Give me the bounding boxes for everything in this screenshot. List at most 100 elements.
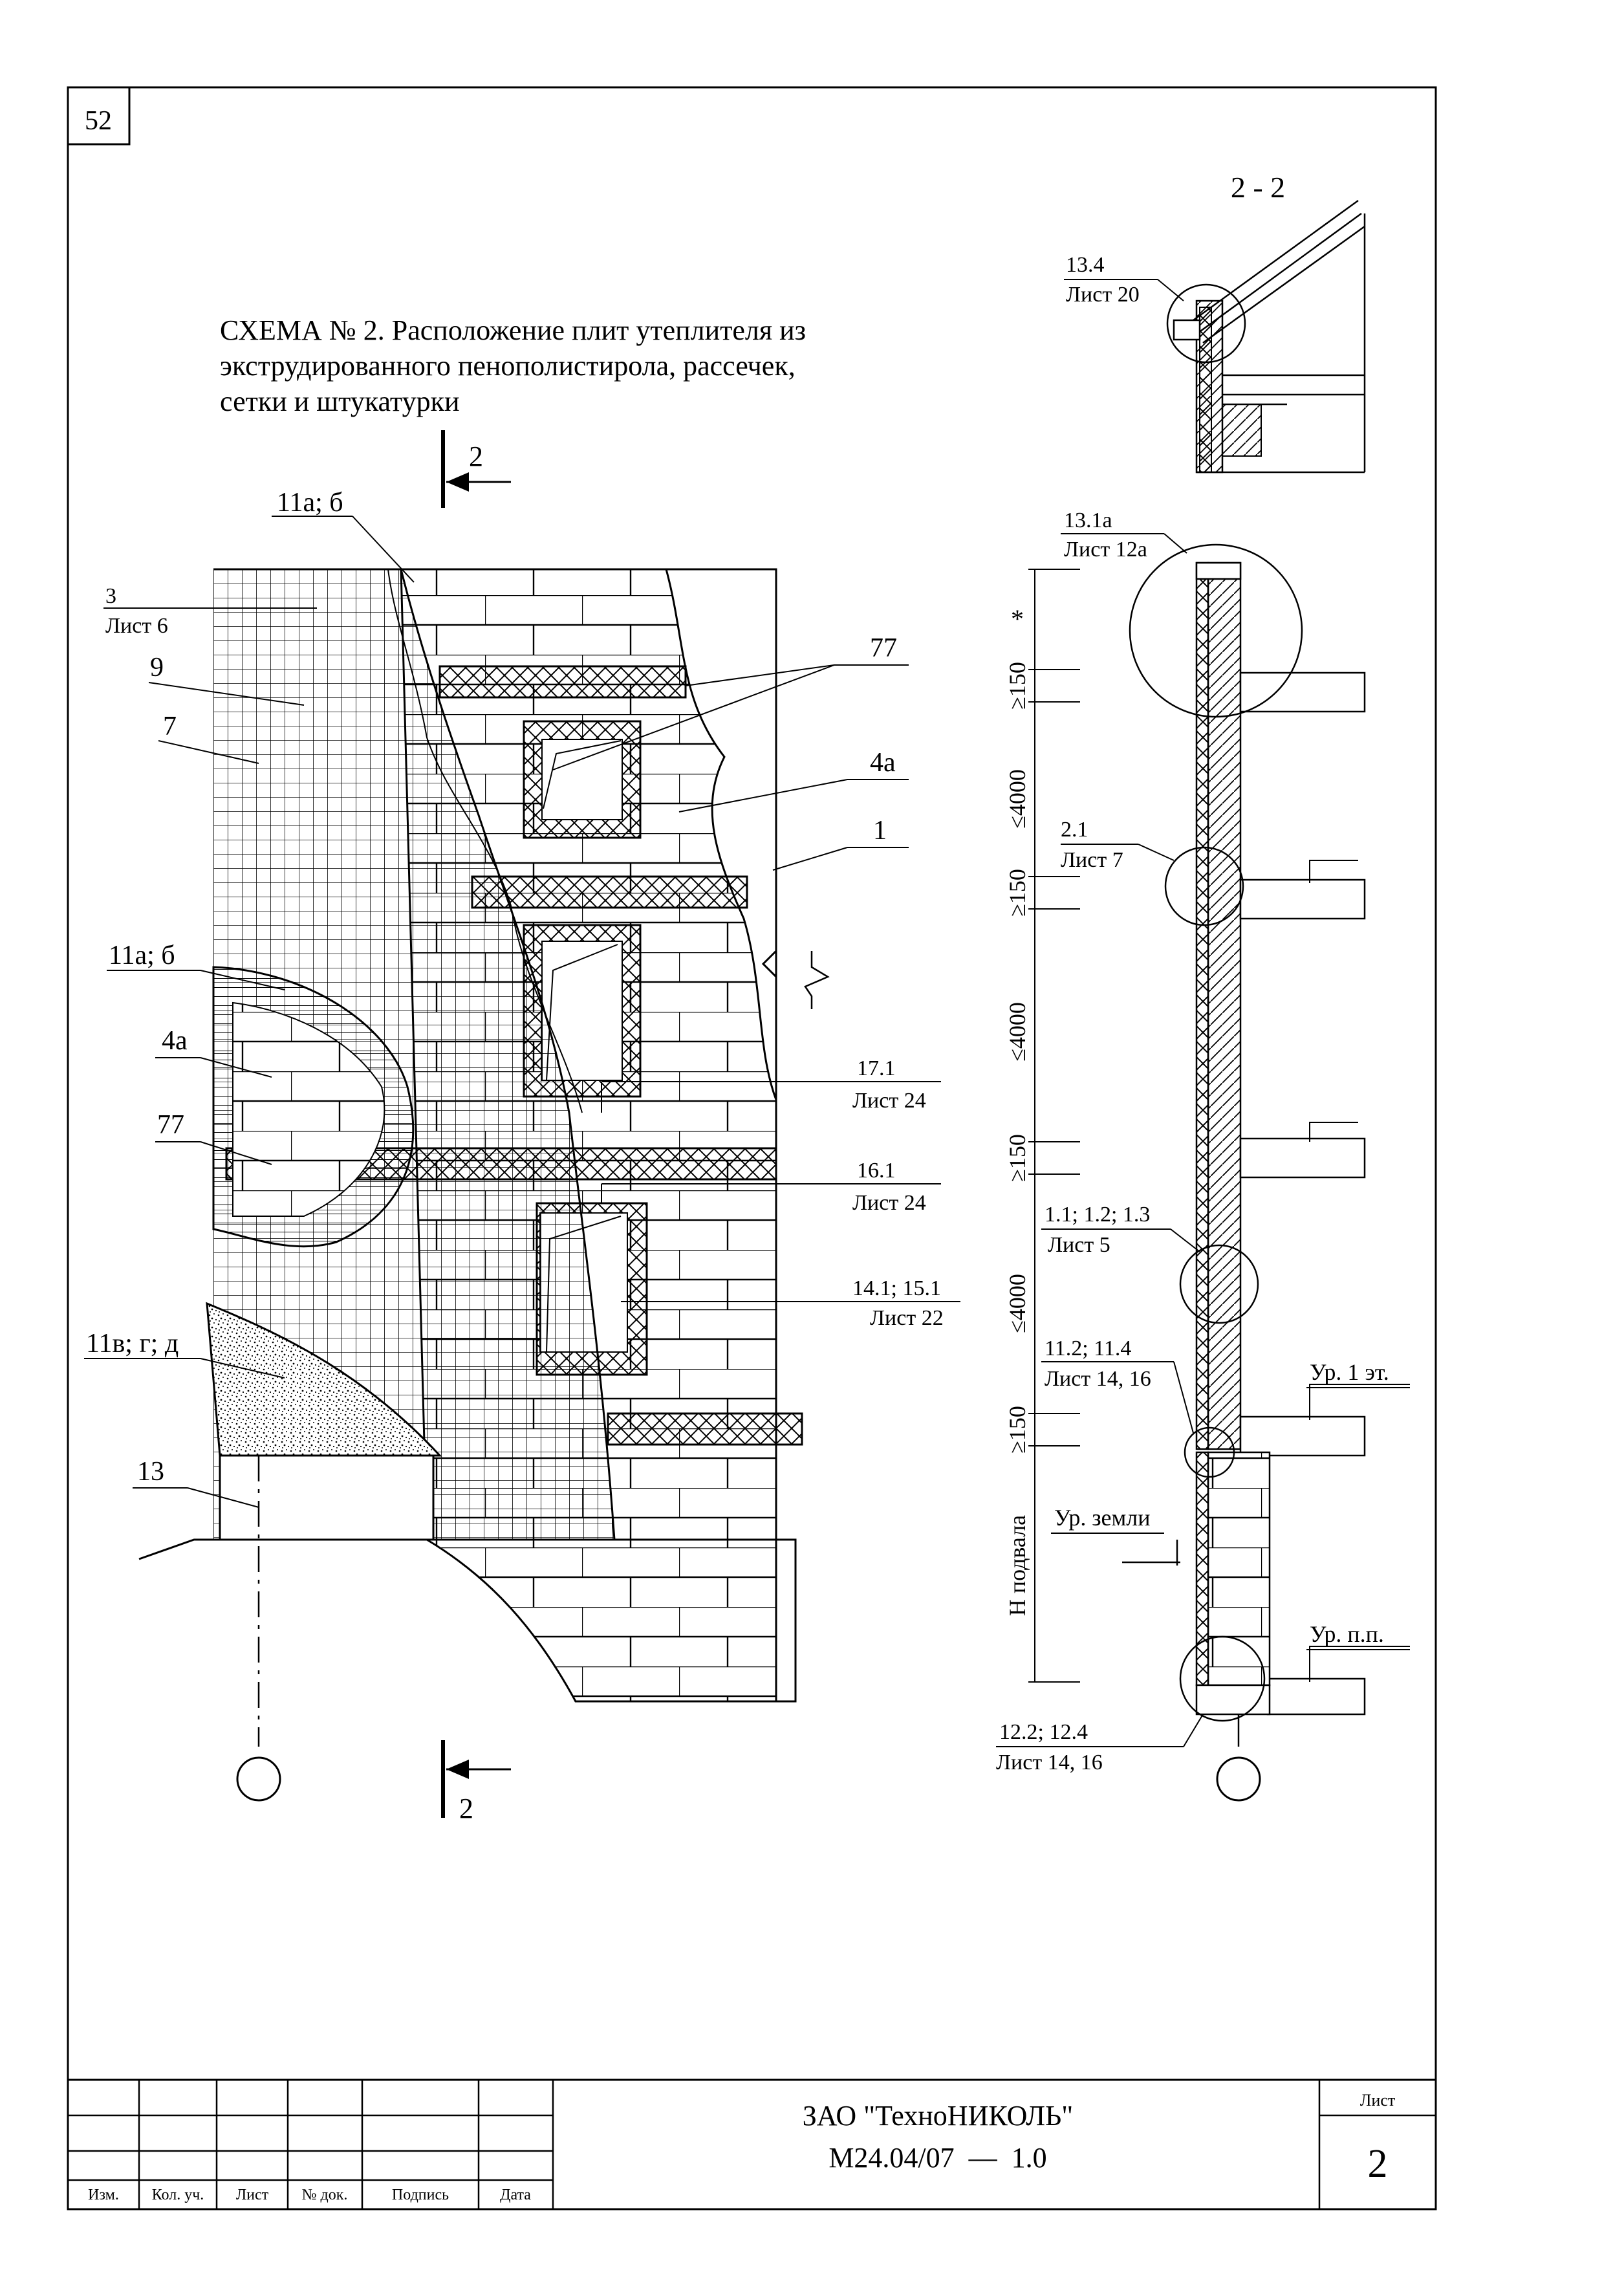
tb-col-sign: Подпись xyxy=(392,2187,449,2203)
svg-text:4а: 4а xyxy=(162,1026,188,1056)
ground-line-section xyxy=(1122,1540,1180,1566)
section-cut-marker-bottom: 2 xyxy=(441,1740,511,1824)
firebreak-band-2 xyxy=(471,875,748,909)
tb-col-doc: № док. xyxy=(302,2187,348,2203)
label-134: 13.4 Лист 20 xyxy=(1064,253,1184,307)
level-arrows xyxy=(1309,860,1410,1682)
base-plaster-zone xyxy=(206,1302,442,1457)
tb-company: ЗАО "ТехноНИКОЛЬ" xyxy=(803,2100,1074,2132)
dim-4000-c: ≤4000 xyxy=(1004,1274,1030,1333)
roof-detail xyxy=(1166,199,1366,474)
window-1 xyxy=(523,720,642,839)
svg-text:1.1; 1.2; 1.3: 1.1; 1.2; 1.3 xyxy=(1045,1203,1150,1227)
dimension-chain: * ≥150 ≤4000 ≥150 ≤4000 ≥150 ≤4000 ≥150 … xyxy=(1004,569,1080,1683)
svg-text:Лист 24: Лист 24 xyxy=(852,1191,926,1215)
label-11ab-left: 11а; б xyxy=(107,941,285,990)
floor-slabs xyxy=(1239,671,1366,1716)
wall-top-cap xyxy=(1195,562,1242,580)
svg-text:77: 77 xyxy=(870,633,897,663)
title-block: Изм. Кол. уч. Лист № док. Подпись Дата З… xyxy=(67,2079,1437,2210)
svg-text:Лист 14, 16: Лист 14, 16 xyxy=(1045,1367,1151,1391)
svg-text:Лист 6: Лист 6 xyxy=(105,614,168,638)
detail-circle-112114 xyxy=(1184,1426,1235,1478)
basement-footing xyxy=(1195,1684,1271,1716)
ground-line xyxy=(138,1538,453,1560)
svg-text:14.1; 15.1: 14.1; 15.1 xyxy=(852,1276,941,1300)
label-11vgd: 11в; г; д xyxy=(84,1329,285,1379)
svg-text:Лист 20: Лист 20 xyxy=(1066,283,1140,307)
base-profile xyxy=(219,1454,435,1541)
label-161: 16.1 Лист 24 xyxy=(601,1159,941,1215)
firebreak-band-4 xyxy=(607,1412,803,1446)
mesh-edge-inner xyxy=(387,569,583,1113)
detail-circle-111213 xyxy=(1179,1244,1259,1324)
svg-text:13.1а: 13.1а xyxy=(1064,508,1112,532)
svg-text:9: 9 xyxy=(150,653,164,682)
tb-col-date: Дата xyxy=(500,2187,531,2203)
dim-150-a: ≥150 xyxy=(1004,662,1030,710)
svg-text:11а; б: 11а; б xyxy=(277,488,343,518)
section-2-2: 2 - 2 13.4 Лист 20 xyxy=(996,171,1410,1802)
basement-insulation xyxy=(1195,1451,1209,1686)
section-axis-bubble xyxy=(1216,1756,1261,1802)
wall-body xyxy=(1207,562,1242,1450)
svg-text:Лист 12а: Лист 12а xyxy=(1064,538,1147,562)
svg-text:Лист 24: Лист 24 xyxy=(852,1089,926,1113)
label-13: 13 xyxy=(133,1457,259,1508)
detail-circle-131a xyxy=(1129,543,1303,718)
dim-basement: Н подвала xyxy=(1004,1515,1030,1616)
page-number: 52 xyxy=(85,106,112,136)
label-111213: 1.1; 1.2; 1.3 Лист 5 xyxy=(1041,1203,1200,1257)
svg-text:1: 1 xyxy=(873,816,887,846)
svg-text:17.1: 17.1 xyxy=(857,1056,896,1080)
svg-text:11.2; 11.4: 11.2; 11.4 xyxy=(1045,1337,1131,1360)
svg-text:Ур. земли: Ур. земли xyxy=(1054,1505,1151,1531)
facade-elevation: 2 2 11а; б 3 Лист 6 9 7 xyxy=(84,430,960,1824)
tb-col-izm: Изм. xyxy=(88,2187,119,2203)
mesh-edge xyxy=(400,569,616,1540)
svg-text:Ур. 1 эт.: Ур. 1 эт. xyxy=(1310,1359,1389,1385)
svg-text:Лист 22: Лист 22 xyxy=(870,1306,944,1330)
label-112114: 11.2; 11.4 Лист 14, 16 xyxy=(1041,1337,1194,1434)
axis-bubble xyxy=(236,1756,281,1802)
tb-code: М24.04/07 — 1.0 xyxy=(828,2142,1046,2174)
tb-sheet-number: 2 xyxy=(1368,2142,1388,2186)
label-1415: 14.1; 15.1 Лист 22 xyxy=(621,1276,960,1330)
tb-col-kol: Кол. уч. xyxy=(152,2187,204,2203)
insulation-corner-bricks xyxy=(232,1001,385,1217)
dim-150-c: ≥150 xyxy=(1004,1134,1030,1182)
tb-sheet-label: Лист xyxy=(1360,2091,1395,2110)
detail-circle-21 xyxy=(1164,846,1244,926)
svg-text:2.1: 2.1 xyxy=(1061,818,1088,842)
break-line xyxy=(804,951,830,1009)
label-9: 9 xyxy=(148,653,305,706)
svg-text:3: 3 xyxy=(105,584,116,608)
section-cut-label-bottom: 2 xyxy=(459,1793,473,1824)
detail-circle-122124 xyxy=(1179,1635,1266,1722)
label-11ab-top: 11а; б xyxy=(272,488,415,583)
svg-text:11в; г; д: 11в; г; д xyxy=(86,1329,179,1359)
svg-text:7: 7 xyxy=(163,712,177,741)
label-1: 1 xyxy=(772,816,909,871)
label-171: 17.1 Лист 24 xyxy=(601,1056,941,1113)
dim-150-d: ≥150 xyxy=(1004,1406,1030,1454)
svg-text:16.1: 16.1 xyxy=(857,1159,896,1183)
basement-wall xyxy=(1207,1451,1271,1686)
label-77-left: 77 xyxy=(155,1110,272,1165)
svg-text:Лист 7: Лист 7 xyxy=(1061,848,1123,872)
title-line-1: СХЕМА № 2. Расположение плит утеплителя … xyxy=(220,314,806,346)
label-122124: 12.2; 12.4 Лист 14, 16 xyxy=(996,1714,1204,1774)
section-cut-label-top: 2 xyxy=(469,441,483,472)
label-7: 7 xyxy=(158,712,259,764)
title-line-3: сетки и штукатурки xyxy=(220,386,460,417)
svg-text:4а: 4а xyxy=(870,748,896,778)
label-21: 2.1 Лист 7 xyxy=(1061,818,1175,872)
section-cut-marker-top: 2 xyxy=(441,430,511,508)
svg-text:12.2; 12.4: 12.2; 12.4 xyxy=(999,1720,1088,1744)
svg-text:Ур. п.п.: Ур. п.п. xyxy=(1310,1621,1384,1647)
label-3: 3 Лист 6 xyxy=(103,584,317,638)
label-level-floor1: Ур. 1 эт. xyxy=(1306,1359,1410,1388)
svg-text:Лист 14, 16: Лист 14, 16 xyxy=(996,1751,1103,1774)
label-4a-left: 4а xyxy=(155,1026,272,1078)
